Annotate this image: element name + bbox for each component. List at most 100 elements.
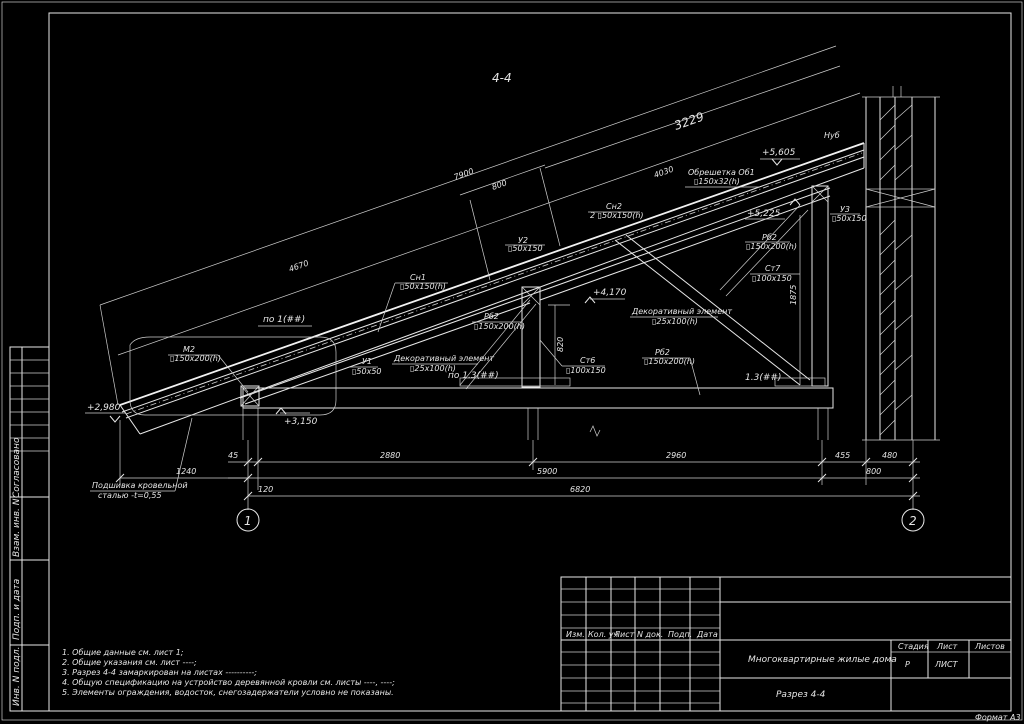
tb-col-izm: Изм. [566, 630, 585, 639]
dim-120: 120 [258, 485, 273, 494]
label-sn2: Сн2 [606, 202, 622, 211]
level-marks: +5,605 +5,225 +4,170 +3,150 +2,980 [85, 148, 801, 427]
dim-455: 455 [835, 451, 850, 460]
tb-sheet-title: Разрез 4-4 [776, 690, 826, 700]
label-dekor-right-size: ▯25x100(h) [652, 317, 698, 326]
label-u3: У3 [840, 205, 850, 214]
posts [240, 185, 829, 407]
side-stamp-vzam: Взам. инв. N [12, 498, 22, 557]
side-stamp-soglasovano: Согласовано [12, 437, 22, 498]
label-rb2-bot: Рб2 [655, 348, 670, 357]
dim-4030: 4030 [653, 165, 675, 180]
label-u2-size: ▯50x150 [508, 244, 543, 253]
callout-clouds [129, 336, 826, 416]
label-dekor-mid-size: ▯25x100(h) [410, 364, 456, 373]
label-sn1-size: ▯50x150(h) [400, 282, 446, 291]
side-stamp-podp: Подп. и дата [12, 579, 22, 640]
level-5605: +5,605 [762, 148, 796, 158]
dim-2880: 2880 [380, 451, 400, 460]
dim-5900: 5900 [537, 467, 557, 476]
label-u1-size: ▯50x50 [352, 367, 382, 376]
title-block: Изм. Кол. уч Лист N док. Подп. Дата Мног… [560, 576, 1012, 712]
label-rb2-mid: Рб2 [484, 312, 499, 321]
post-st7 [811, 185, 829, 387]
section-title: 4-4 [492, 71, 512, 85]
axis-2-label: 2 [909, 514, 917, 528]
sheet-format: Формат А3 [975, 713, 1021, 722]
grid-axes: 1 2 [236, 505, 925, 532]
label-podshivka-2: сталью -t=0,55 [98, 491, 162, 500]
note-4: 4. Общую спецификацию на устройство дере… [62, 678, 395, 687]
tb-col-podp: Подп. [668, 630, 692, 639]
label-sn1: Сн1 [410, 273, 426, 282]
label-st6-size: ▯100x150 [566, 366, 606, 375]
label-rb2-right: Рб2 [762, 233, 777, 242]
label-st7: Ст7 [765, 264, 781, 273]
wall [862, 86, 940, 441]
dim-45: 45 [228, 451, 238, 460]
label-po13-left: по 1.3(##) [448, 371, 499, 381]
dim-2960: 2960 [666, 451, 686, 460]
side-stamp: Согласовано Взам. инв. N Подп. и дата Ин… [9, 346, 50, 712]
tb-col-kol: Кол. уч [588, 630, 619, 639]
dim-6820: 6820 [570, 485, 590, 494]
label-dekor-right: Декоративный элемент [631, 307, 732, 316]
label-u3-size: ▯50x150 [832, 214, 867, 223]
member-labels: Нуб Обрешетка Об1 ▯150x32(h) Сн2 2 ▯50x1… [90, 131, 867, 500]
label-obresh: Обрешетка Об1 [688, 168, 755, 177]
dim-1240: 1240 [176, 467, 196, 476]
dim-3229: 3229 [672, 109, 705, 132]
label-nub: Нуб [824, 131, 840, 140]
side-stamp-inv: Инв. N подл. [12, 647, 22, 706]
tb-col-list: Лист [613, 630, 635, 639]
axis-bubble-1 [236, 508, 260, 532]
label-rb2-right-size: ▯150x200(h) [746, 242, 797, 251]
label-st6: Ст6 [580, 356, 595, 365]
tb-project: Многоквартирные жилые дома [748, 655, 897, 665]
tb-col-ndok: N док. [637, 630, 663, 639]
tb-col-data: Дата [696, 630, 718, 639]
level-5225: +5,225 [747, 209, 781, 219]
tb-listov-header: Листов [974, 642, 1005, 651]
floor-beam [242, 387, 834, 440]
note-3: 3. Разрез 4-4 замаркирован на листах ---… [62, 668, 257, 677]
post-st6 [521, 286, 541, 388]
note-5: 5. Элементы ограждения, водосток, снегоз… [62, 688, 394, 697]
level-3150: +3,150 [284, 417, 318, 427]
dim-800-top: 800 [491, 178, 508, 192]
label-po1: по 1(##) [263, 315, 305, 325]
label-rb2-bot-size: ▯150x200(h) [644, 357, 695, 366]
general-notes: 1. Общие данные см. лист 1; 2. Общие ука… [62, 648, 395, 697]
dim-1875: 1875 [789, 285, 798, 305]
label-rb2-mid-size: ▯150x200(h) [474, 322, 525, 331]
dim-4670: 4670 [288, 259, 310, 274]
note-2: 2. Общие указания см. лист ----; [62, 658, 197, 667]
roof-dimensions: 3229 7900 4670 800 4030 [99, 45, 861, 406]
label-po13-right: 1.3(##) [745, 373, 781, 383]
level-4170: +4,170 [593, 288, 627, 298]
label-u1: У1 [362, 357, 372, 366]
label-podshivka-1: Подшивка кровельной [92, 481, 188, 490]
vertical-dimensions: 820 1875 [548, 215, 801, 385]
dim-7900: 7900 [453, 167, 475, 182]
dim-800-bottom: 800 [866, 467, 881, 476]
level-2980: +2,980 [87, 403, 121, 413]
lower-chords [239, 187, 831, 405]
label-m2-size: ▯150x200(h) [170, 354, 221, 363]
roof-slope [119, 142, 865, 435]
tb-stadia-value: Р [905, 660, 910, 669]
horizontal-dimensions: 2880 2960 455 480 45 5900 800 1240 120 6… [115, 420, 920, 505]
label-dekor-mid: Декоративный элемент [393, 354, 494, 363]
note-1: 1. Общие данные см. лист 1; [62, 648, 184, 657]
tb-list-header: Лист [936, 642, 958, 651]
tb-stadia-header: Стадия [898, 642, 929, 651]
dim-820: 820 [556, 337, 565, 352]
label-st7-size: ▯100x150 [752, 274, 792, 283]
dim-480: 480 [882, 451, 897, 460]
tb-list-value: ЛИСТ [934, 660, 959, 669]
axis-1-label: 1 [244, 514, 252, 528]
label-obresh-size: ▯150x32(h) [694, 177, 740, 186]
label-u2: У2 [518, 236, 528, 245]
